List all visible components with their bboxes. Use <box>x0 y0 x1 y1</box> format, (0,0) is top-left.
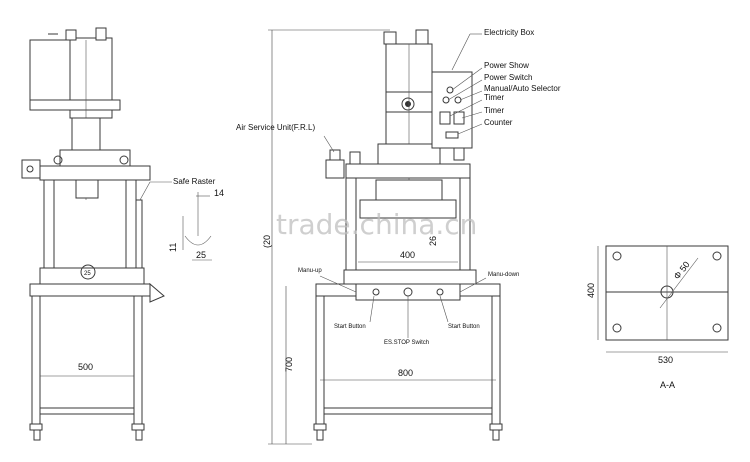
front-die-circle <box>80 264 96 280</box>
front-column-right <box>125 179 137 271</box>
front-leg-right <box>133 295 143 425</box>
section-dim-530: 530 <box>658 355 673 365</box>
watermark: trade.china.cn <box>276 208 477 241</box>
section-center-hole <box>660 285 674 299</box>
front-base-plate <box>39 267 145 285</box>
front-safe-raster <box>135 199 143 279</box>
front-ram <box>75 179 99 199</box>
side-dim-400: 400 <box>400 250 415 260</box>
start-button-right <box>436 288 444 296</box>
dim-11: 11 <box>168 243 178 252</box>
section-dim-400: 400 <box>586 283 596 298</box>
safe-raster-label: Safe Raster <box>173 177 216 186</box>
front-fitting-right <box>95 27 107 41</box>
side-ram <box>375 179 443 201</box>
front-top-plate <box>39 165 151 181</box>
electricity-box-label: Electricity Box <box>484 28 534 37</box>
air-service-label: Air Service Unit(F.R.L) <box>236 123 315 132</box>
front-table-top <box>29 283 151 297</box>
front-leg-left <box>31 295 41 425</box>
timer-label-1: Timer <box>484 93 504 102</box>
front-table-handle <box>149 282 165 303</box>
dim-800: 800 <box>398 368 413 378</box>
front-column-left <box>43 179 55 271</box>
side-leg-left <box>315 295 325 425</box>
front-side-bracket <box>21 159 41 179</box>
side-base-plate <box>343 269 477 285</box>
counter-label: Counter <box>484 118 513 127</box>
es-stop-label: ES.STOP Switch <box>384 340 429 346</box>
side-top-plate <box>345 163 471 179</box>
front-cylinder-flange <box>29 99 121 111</box>
dim-height: (20 <box>262 235 272 248</box>
front-fitting-left <box>65 29 77 41</box>
front-cylinder-body <box>29 39 71 111</box>
side-leg-right <box>491 295 501 425</box>
front-circle-dim: 25 <box>84 271 91 277</box>
side-die <box>359 199 457 219</box>
section-title: A-A <box>660 380 675 390</box>
manual-auto-selector-label: Manual/Auto Selector <box>484 84 561 93</box>
dim-500: 500 <box>78 362 93 372</box>
dim-700: 700 <box>284 357 294 372</box>
power-show-label: Power Show <box>484 61 529 70</box>
front-view: Safe Raster 25 500 14 11 25 <box>21 27 224 441</box>
timer-label-2: Timer <box>484 106 504 115</box>
air-service-unit <box>325 159 345 179</box>
section-view: Φ 50 400 530 A-A <box>586 245 729 390</box>
side-pressure-gauge <box>401 97 415 111</box>
power-switch-label: Power Switch <box>484 73 532 82</box>
side-view: (20 700 400 26 Air Service Unit(F.R.L) <box>236 28 561 445</box>
start-button-right-label: Start Button <box>448 324 480 330</box>
start-button-left <box>372 288 380 296</box>
dim-25: 25 <box>196 250 206 260</box>
manu-up-label: Manu-up <box>298 268 322 274</box>
side-dim-26: 26 <box>428 236 438 246</box>
start-button-left-label: Start Button <box>334 324 366 330</box>
side-upper-block <box>377 143 441 165</box>
front-upper-block <box>59 149 131 167</box>
dim-14: 14 <box>214 188 224 198</box>
manu-down-label: Manu-down <box>488 272 519 278</box>
